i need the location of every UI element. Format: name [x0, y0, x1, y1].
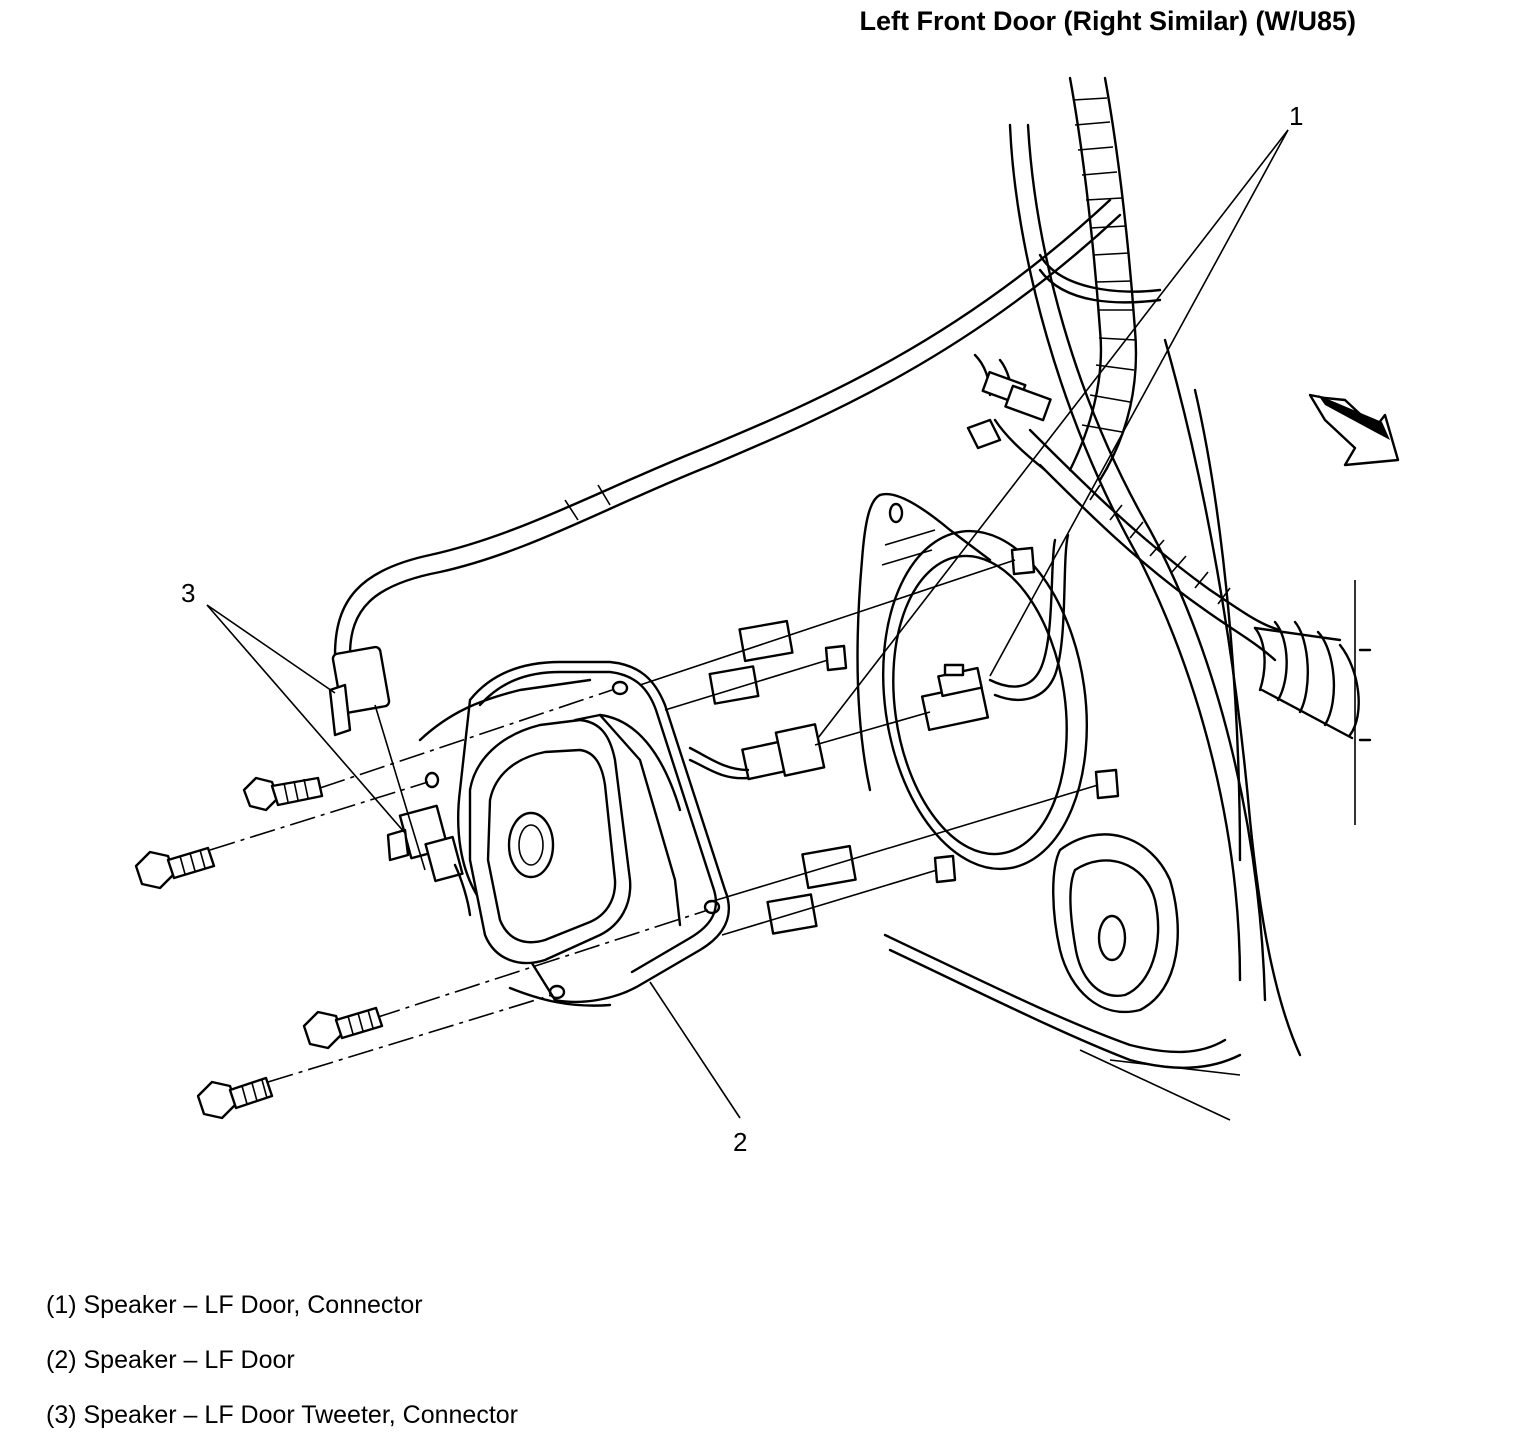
tweeter-bracket: [856, 492, 992, 792]
legend-item: (2) Speaker – LF Door: [46, 1346, 295, 1374]
legend: (1) Speaker – LF Door, Connector (2) Spe…: [46, 1288, 518, 1453]
arrow-down-right-icon: [1308, 393, 1400, 467]
screws: [134, 776, 384, 1120]
vertical-wire-loom: [1068, 76, 1138, 482]
screw: [134, 846, 216, 890]
screw: [302, 1006, 384, 1050]
harness-clip: [966, 353, 1052, 472]
diagram-title: Left Front Door (Right Similar) (W/U85): [859, 6, 1356, 36]
callout-2: 2: [733, 1127, 747, 1157]
callout-3: 3: [181, 578, 195, 608]
speaker-side-connector: [688, 723, 826, 781]
retainer-clips: [708, 546, 1120, 935]
screw: [196, 1076, 274, 1120]
tweeter-connector: [328, 645, 472, 917]
alignment-lines: [209, 559, 1099, 1083]
legend-item: (1) Speaker – LF Door, Connector: [46, 1291, 423, 1319]
screw: [242, 776, 324, 812]
horizontal-wire-loom: [1028, 428, 1372, 742]
callout-1: 1: [1289, 101, 1303, 131]
door-speaker: [418, 660, 730, 1007]
legend-item: (3) Speaker – LF Door Tweeter, Connector: [46, 1401, 518, 1429]
leader-lines: [206, 129, 1289, 1119]
door-pocket: [883, 833, 1242, 1121]
tweeter-harness: [333, 198, 1162, 657]
door-side-connector: [920, 533, 1070, 732]
